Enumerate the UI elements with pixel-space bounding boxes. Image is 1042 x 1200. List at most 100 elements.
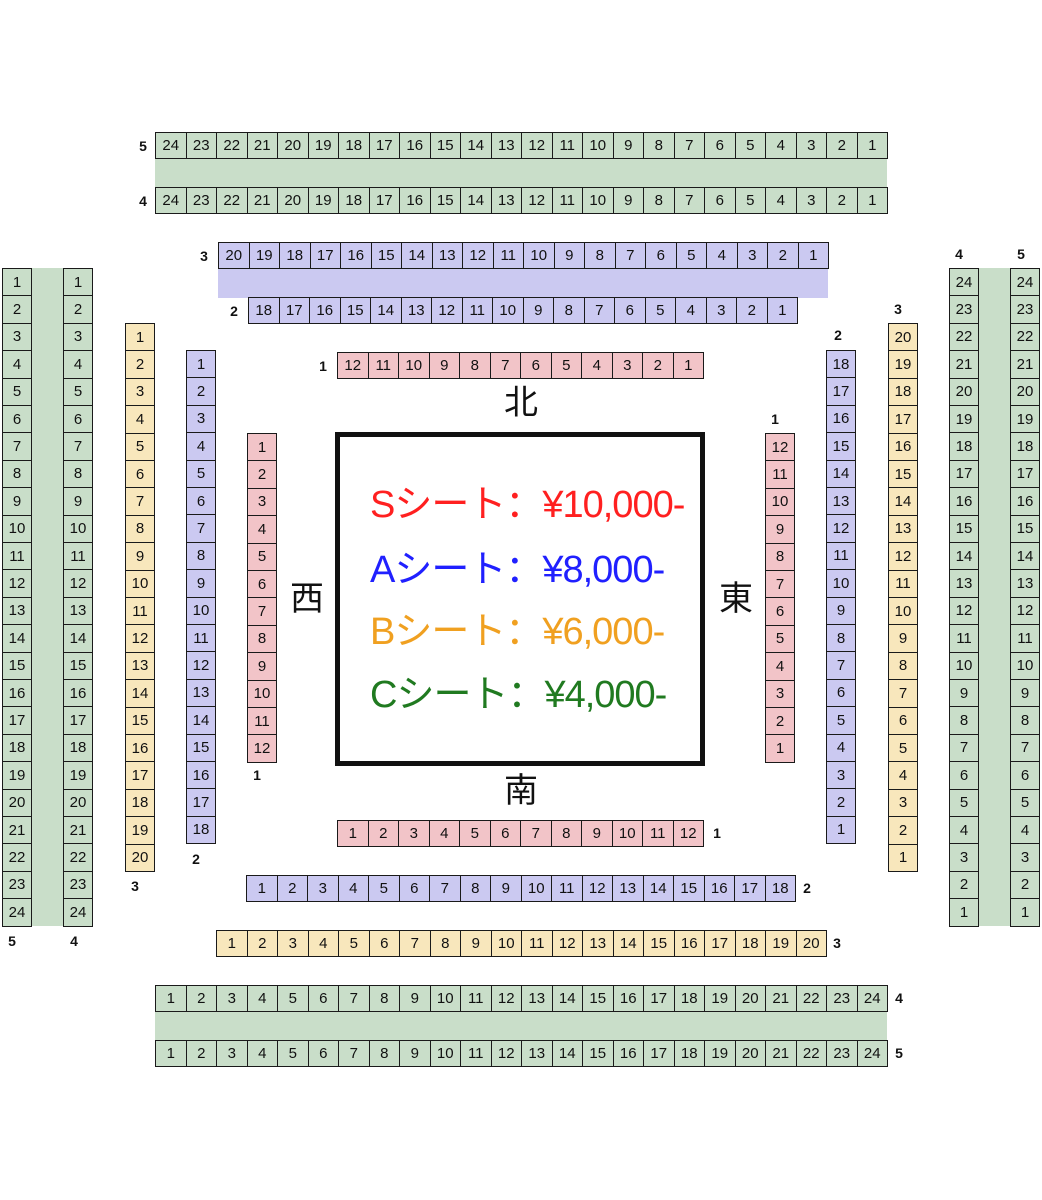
seat-north-row1-9[interactable]: 9 — [428, 352, 460, 379]
seat-south-row4-22[interactable]: 22 — [795, 985, 827, 1012]
seat-north-row4-21[interactable]: 21 — [246, 187, 278, 214]
seat-north-row3-1[interactable]: 1 — [797, 242, 829, 269]
seat-north-row4-8[interactable]: 8 — [643, 187, 675, 214]
seat-north-row3-17[interactable]: 17 — [309, 242, 341, 269]
seat-west-row4-12[interactable]: 12 — [63, 569, 93, 598]
seat-west-row4-3[interactable]: 3 — [63, 322, 93, 352]
seat-south-row5-13[interactable]: 13 — [521, 1040, 553, 1067]
seat-east-row2-8[interactable]: 8 — [826, 624, 856, 653]
seat-south-row2-17[interactable]: 17 — [734, 875, 766, 902]
seat-south-row3-12[interactable]: 12 — [551, 930, 583, 957]
seat-east-row4-3[interactable]: 3 — [949, 843, 979, 872]
seat-south-row3-11[interactable]: 11 — [521, 930, 553, 957]
seat-east-row4-7[interactable]: 7 — [949, 733, 979, 763]
seat-south-row1-12[interactable]: 12 — [672, 820, 704, 847]
seat-north-row3-15[interactable]: 15 — [370, 242, 402, 269]
seat-west-row3-9[interactable]: 9 — [125, 542, 155, 571]
seat-south-row4-4[interactable]: 4 — [246, 985, 278, 1012]
seat-east-row5-12[interactable]: 12 — [1010, 596, 1040, 626]
seat-north-row4-6[interactable]: 6 — [704, 187, 736, 214]
seat-east-row5-7[interactable]: 7 — [1010, 733, 1040, 763]
seat-east-row3-10[interactable]: 10 — [888, 597, 918, 626]
seat-west-row3-14[interactable]: 14 — [125, 679, 155, 708]
seat-north-row2-16[interactable]: 16 — [309, 297, 341, 324]
seat-south-row2-15[interactable]: 15 — [673, 875, 705, 902]
seat-west-row3-3[interactable]: 3 — [125, 377, 155, 407]
seat-north-row5-12[interactable]: 12 — [521, 132, 553, 159]
seat-east-row3-8[interactable]: 8 — [888, 651, 918, 681]
seat-west-row5-17[interactable]: 17 — [2, 706, 32, 735]
seat-north-row1-1[interactable]: 1 — [672, 352, 704, 379]
seat-east-row2-6[interactable]: 6 — [826, 678, 856, 708]
seat-south-row3-8[interactable]: 8 — [429, 930, 461, 957]
seat-west-row1-4[interactable]: 4 — [247, 515, 277, 544]
seat-south-row4-8[interactable]: 8 — [368, 985, 400, 1012]
seat-west-row3-5[interactable]: 5 — [125, 432, 155, 461]
seat-south-row5-23[interactable]: 23 — [826, 1040, 858, 1067]
seat-north-row3-18[interactable]: 18 — [279, 242, 311, 269]
seat-south-row5-20[interactable]: 20 — [734, 1040, 766, 1067]
seat-west-row5-20[interactable]: 20 — [2, 788, 32, 817]
seat-north-row5-18[interactable]: 18 — [338, 132, 370, 159]
seat-east-row2-16[interactable]: 16 — [826, 404, 856, 434]
seat-west-row5-8[interactable]: 8 — [2, 459, 32, 489]
seat-west-row3-16[interactable]: 16 — [125, 734, 155, 763]
seat-north-row3-12[interactable]: 12 — [462, 242, 494, 269]
seat-north-row3-20[interactable]: 20 — [218, 242, 250, 269]
seat-north-row2-12[interactable]: 12 — [431, 297, 463, 324]
seat-west-row5-1[interactable]: 1 — [2, 268, 32, 297]
seat-south-row3-19[interactable]: 19 — [765, 930, 797, 957]
seat-south-row3-13[interactable]: 13 — [582, 930, 614, 957]
seat-north-row5-2[interactable]: 2 — [826, 132, 858, 159]
seat-south-row3-17[interactable]: 17 — [704, 930, 736, 957]
seat-west-row5-10[interactable]: 10 — [2, 514, 32, 543]
seat-west-row5-9[interactable]: 9 — [2, 487, 32, 516]
seat-south-row3-7[interactable]: 7 — [399, 930, 431, 957]
seat-north-row1-8[interactable]: 8 — [459, 352, 491, 379]
seat-north-row4-18[interactable]: 18 — [338, 187, 370, 214]
seat-east-row3-14[interactable]: 14 — [888, 487, 918, 516]
seat-south-row4-7[interactable]: 7 — [338, 985, 370, 1012]
seat-east-row2-7[interactable]: 7 — [826, 651, 856, 680]
seat-east-row2-12[interactable]: 12 — [826, 514, 856, 543]
seat-east-row5-4[interactable]: 4 — [1010, 816, 1040, 845]
seat-north-row5-6[interactable]: 6 — [704, 132, 736, 159]
seat-west-row5-7[interactable]: 7 — [2, 432, 32, 461]
seat-south-row4-5[interactable]: 5 — [277, 985, 309, 1012]
seat-south-row5-15[interactable]: 15 — [582, 1040, 614, 1067]
seat-south-row5-14[interactable]: 14 — [551, 1040, 583, 1067]
seat-east-row4-20[interactable]: 20 — [949, 377, 979, 406]
seat-east-row3-20[interactable]: 20 — [888, 323, 918, 352]
seat-north-row2-7[interactable]: 7 — [583, 297, 615, 324]
seat-east-row1-1[interactable]: 1 — [765, 734, 795, 763]
seat-north-row2-6[interactable]: 6 — [614, 297, 646, 324]
seat-south-row4-1[interactable]: 1 — [155, 985, 187, 1012]
seat-south-row2-16[interactable]: 16 — [703, 875, 735, 902]
seat-west-row4-23[interactable]: 23 — [63, 870, 93, 900]
seat-north-row3-11[interactable]: 11 — [492, 242, 524, 269]
seat-south-row5-17[interactable]: 17 — [643, 1040, 675, 1067]
seat-north-row3-3[interactable]: 3 — [736, 242, 768, 269]
seat-east-row4-23[interactable]: 23 — [949, 295, 979, 324]
seat-south-row2-3[interactable]: 3 — [307, 875, 339, 902]
seat-north-row4-20[interactable]: 20 — [277, 187, 309, 214]
seat-west-row4-16[interactable]: 16 — [63, 679, 93, 708]
seat-west-row3-15[interactable]: 15 — [125, 706, 155, 735]
seat-east-row4-18[interactable]: 18 — [949, 432, 979, 461]
seat-west-row4-2[interactable]: 2 — [63, 295, 93, 324]
seat-east-row2-2[interactable]: 2 — [826, 788, 856, 817]
seat-north-row4-9[interactable]: 9 — [612, 187, 644, 214]
seat-south-row4-15[interactable]: 15 — [582, 985, 614, 1012]
seat-east-row4-8[interactable]: 8 — [949, 706, 979, 735]
seat-east-row5-2[interactable]: 2 — [1010, 870, 1040, 900]
seat-west-row2-3[interactable]: 3 — [186, 404, 216, 434]
seat-north-row1-7[interactable]: 7 — [489, 352, 521, 379]
seat-west-row1-1[interactable]: 1 — [247, 433, 277, 462]
seat-west-row5-6[interactable]: 6 — [2, 405, 32, 434]
seat-north-row5-9[interactable]: 9 — [612, 132, 644, 159]
seat-west-row5-4[interactable]: 4 — [2, 350, 32, 379]
seat-east-row4-12[interactable]: 12 — [949, 596, 979, 626]
seat-east-row3-7[interactable]: 7 — [888, 679, 918, 708]
seat-east-row3-13[interactable]: 13 — [888, 514, 918, 544]
seat-north-row2-18[interactable]: 18 — [248, 297, 280, 324]
